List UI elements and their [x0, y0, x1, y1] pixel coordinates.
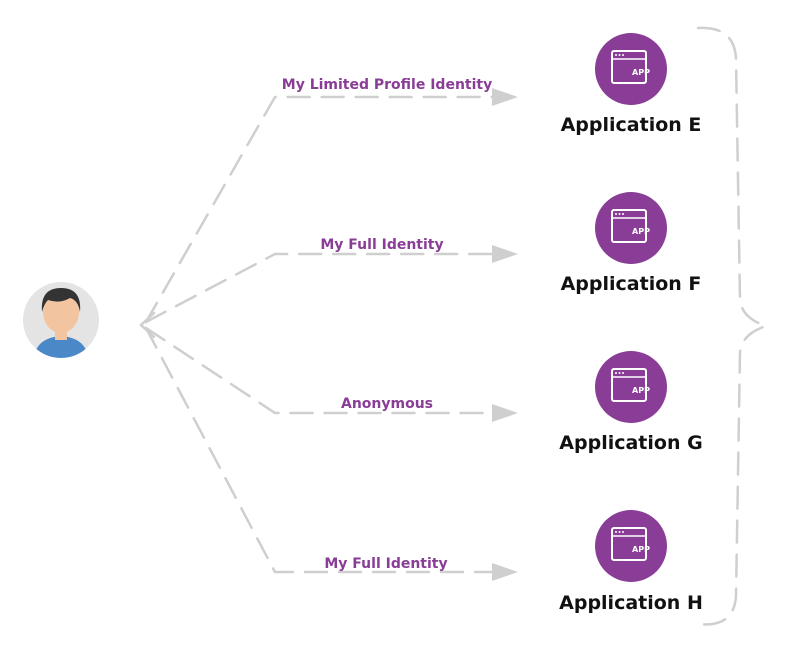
- connection-label-e: My Limited Profile Identity: [282, 77, 492, 93]
- app-name-f: Application F: [561, 273, 702, 295]
- app-window-icon: APP: [595, 33, 667, 105]
- app-window-icon: APP: [595, 192, 667, 264]
- arrowheads: [492, 88, 518, 581]
- connector-line-e: [144, 95, 508, 324]
- chevron-left-icon: [139, 311, 156, 339]
- connectors: [144, 95, 508, 574]
- connection-label-h: My Full Identity: [324, 556, 447, 572]
- connector-line-h: [144, 326, 508, 574]
- connection-label-f: My Full Identity: [320, 237, 443, 253]
- arrowhead-icon: [492, 404, 518, 422]
- right-brace: [696, 26, 770, 626]
- arrowhead-icon: [492, 563, 518, 581]
- arrowhead-icon: [492, 245, 518, 263]
- user-avatar-icon: [23, 282, 99, 358]
- app-node-f: APP Application F: [561, 192, 702, 295]
- connector-line-f: [144, 252, 508, 324]
- app-name-e: Application E: [561, 114, 702, 136]
- app-badge-text: APP: [632, 227, 650, 236]
- connector-line-g: [144, 326, 508, 415]
- connection-label-g: Anonymous: [341, 396, 433, 412]
- app-badge-text: APP: [632, 386, 650, 395]
- app-node-h: APP Application H: [559, 510, 703, 614]
- app-name-g: Application G: [559, 432, 702, 454]
- app-window-icon: APP: [595, 510, 667, 582]
- app-badge-text: APP: [632, 68, 650, 77]
- app-name-h: Application H: [559, 592, 703, 614]
- arrowhead-icon: [492, 88, 518, 106]
- app-badge-text: APP: [632, 545, 650, 554]
- app-window-icon: APP: [595, 351, 667, 423]
- app-node-e: APP Application E: [561, 33, 702, 136]
- app-node-g: APP Application G: [559, 351, 703, 454]
